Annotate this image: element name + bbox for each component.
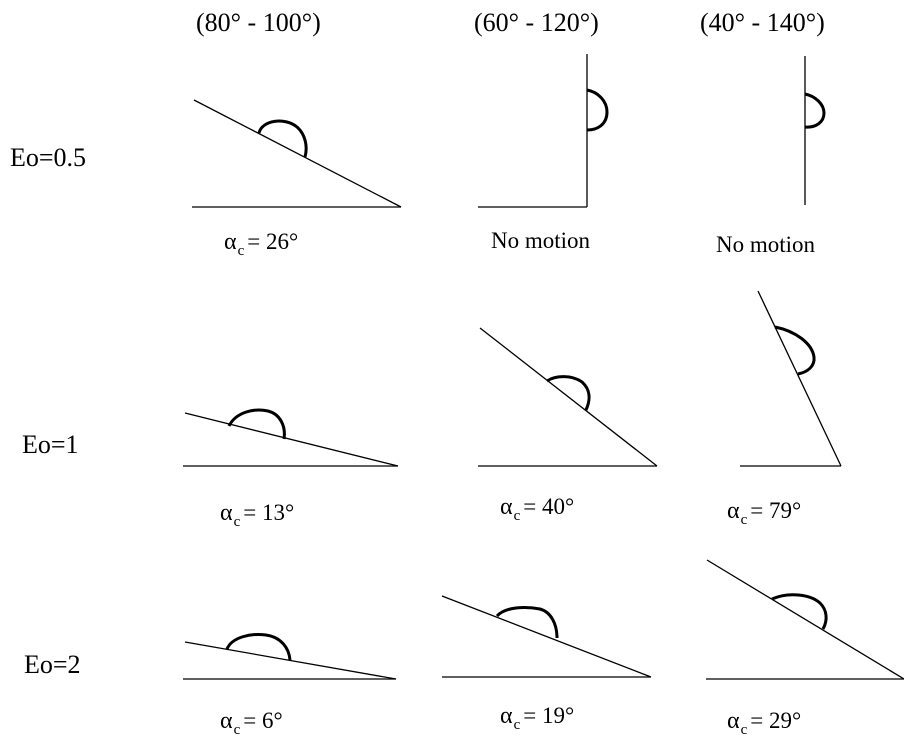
angle-value: = 6° (243, 708, 283, 733)
alpha-subscript: c (513, 508, 521, 524)
alpha-subscript: c (237, 243, 245, 259)
drop-outline (225, 633, 292, 661)
angle-value: = 40° (523, 494, 575, 519)
drop-outline (257, 119, 308, 158)
incline-line (479, 327, 658, 467)
row-label-eo-1: Eo=1 (22, 430, 79, 459)
diagram-eo1-col3 (740, 290, 842, 467)
alpha-symbol: α (220, 500, 233, 526)
diagram-eo0.5-col3 (804, 56, 826, 205)
diagram-eo0.5-col2 (478, 54, 609, 208)
alpha-subscript: c (740, 722, 748, 738)
drop-outline (546, 375, 591, 411)
angle-value: = 13° (243, 500, 295, 525)
alpha-symbol: α (224, 229, 237, 255)
caption-eo0.5-col3: No motion (716, 232, 816, 257)
angle-value: = 19° (523, 703, 575, 728)
diagram-eo2-col1 (183, 633, 397, 680)
alpha-subscript: c (233, 722, 241, 738)
incline-line (184, 641, 397, 680)
caption-eo2-col1: αc= 6° (220, 708, 283, 738)
diagram-eo2-col2 (441, 595, 652, 678)
drop-outline (804, 92, 826, 129)
incline-line (193, 99, 402, 208)
row-label-eo-0-5: Eo=0.5 (10, 143, 87, 172)
column-header-80-100: (80° - 100°) (196, 8, 321, 37)
column-header-40-140: (40° - 140°) (700, 8, 825, 37)
drop-outline (771, 593, 828, 630)
alpha-symbol: α (500, 703, 513, 729)
angle-value: = 79° (750, 498, 802, 523)
alpha-symbol: α (727, 708, 740, 734)
angle-value: = 26° (247, 229, 299, 254)
diagram-eo2-col3 (706, 559, 904, 680)
row-label-eo-2: Eo=2 (24, 650, 81, 679)
alpha-symbol: α (500, 494, 513, 520)
alpha-subscript: c (513, 717, 521, 733)
caption-eo1-col2: αc= 40° (500, 494, 575, 524)
drop-outline (586, 88, 609, 132)
incline-line (441, 595, 652, 678)
incline-line (184, 412, 399, 467)
diagram-eo0.5-col1 (192, 99, 402, 208)
drop-outline (227, 408, 286, 440)
alpha-subscript: c (233, 514, 241, 530)
caption-eo1-col1: αc= 13° (220, 500, 295, 530)
angle-value: = 29° (750, 708, 802, 733)
incline-line (757, 290, 842, 467)
caption-eo2-col3: αc= 29° (727, 708, 802, 738)
caption-eo0.5-col1: αc= 26° (224, 229, 299, 259)
caption-eo0.5-col2: No motion (491, 228, 591, 253)
alpha-subscript: c (740, 512, 748, 528)
diagram-eo1-col2 (478, 327, 658, 467)
drop-outline (774, 325, 816, 376)
alpha-symbol: α (727, 498, 740, 524)
incline-line (706, 559, 904, 680)
drop-outline (495, 606, 559, 639)
column-header-60-120: (60° - 120°) (474, 8, 599, 37)
diagram-eo1-col1 (183, 408, 399, 467)
caption-eo1-col3: αc= 79° (727, 498, 802, 528)
caption-eo2-col2: αc= 19° (500, 703, 575, 733)
alpha-symbol: α (220, 708, 233, 734)
